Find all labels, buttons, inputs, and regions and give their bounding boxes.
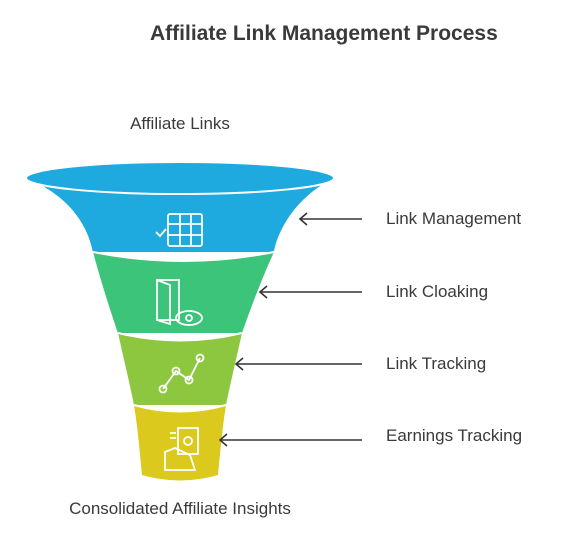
stage-label-link-tracking: Link Tracking <box>386 354 487 373</box>
funnel-stage-4 <box>134 405 226 481</box>
funnel-output-label: Consolidated Affiliate Insights <box>69 499 291 518</box>
money-hand-icon <box>164 427 199 471</box>
stage-label-earnings-tracking: Earnings Tracking <box>386 426 523 445</box>
stage-label-link-cloaking: Link Cloaking <box>386 282 489 301</box>
door-eye-icon <box>156 279 203 326</box>
funnel-stage-3 <box>118 333 242 405</box>
chart-line-icon <box>158 353 205 394</box>
funnel-stage-2 <box>93 252 274 333</box>
checklist-grid-icon <box>155 213 203 247</box>
page-title: Affiliate Link Management Process <box>150 22 498 45</box>
stage-label-link-management: Link Management <box>386 209 522 228</box>
funnel-top-ellipse <box>25 161 335 195</box>
funnel-input-label: Affiliate Links <box>130 114 230 133</box>
